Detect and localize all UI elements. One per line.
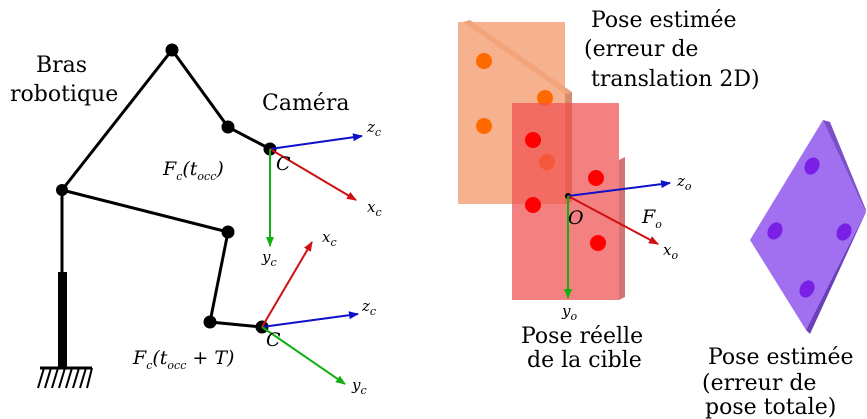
axis-label-cam-bottom-x: xc [322,228,337,249]
label-robot-arm-2: robotique [10,82,118,107]
joint-top [165,43,179,57]
label-pose-total-3: pose totale) [705,395,836,419]
joint-lower-wrist [203,315,217,329]
label-pose-2d-1: Pose estimée [591,8,737,33]
dot-orange-1 [476,53,492,69]
obj-z-axis [567,180,671,197]
dot-red-1 [525,132,541,148]
label-pose-2d-2: (erreur de [584,37,698,62]
axis-label-obj-x: xo [663,241,678,262]
dot-purple-1 [804,157,820,175]
plate-estimated-2d [458,20,572,204]
obj-x-axis [567,195,659,245]
dot-red-3 [525,197,541,213]
dot-purple-3 [836,223,852,241]
cam-bottom-z-axis [261,311,359,328]
dot-red-4 [590,235,606,251]
axis-label-cam-top-y: yc [261,248,277,269]
dot-red-2 [588,170,604,186]
frame-label-camera-bottom: Fc(tocc + T) [132,347,234,372]
robot-upper-chain [60,47,271,191]
frame-label-object: Fo [641,206,662,231]
cam-top-x-axis [269,148,357,201]
axis-label-obj-z: zo [676,172,692,193]
label-pose-total-2: (erreur de [702,371,816,396]
cam-bottom-y-axis [261,326,346,385]
camera-top-frame [266,133,363,247]
cam-top-z-axis [269,133,363,150]
ground-hatch [37,366,93,389]
axis-label-obj-y: yo [561,302,577,323]
cam-bottom-x-axis [261,241,313,328]
dot-purple-4 [799,280,815,298]
joint-shoulder [56,184,68,196]
point-label-camera-top: C [276,153,291,175]
object-frame [564,180,671,299]
dot-orange-2 [537,90,553,106]
dot-orange-3 [476,118,492,134]
point-label-object: O [568,207,584,229]
label-pose-real-2: de la cible [527,348,642,373]
label-pose-total-1: Pose estimée [708,345,854,370]
dot-purple-2 [767,222,783,240]
camera-bottom-frame [261,241,359,385]
label-robot-arm-1: Bras [36,53,87,78]
axis-label-cam-top-x: xc [367,198,382,219]
label-pose-2d-3: translation 2D) [591,67,760,92]
axis-label-cam-bottom-y: yc [351,376,367,397]
axis-label-cam-bottom-z: zc [361,297,376,318]
axis-label-cam-top-z: zc [366,118,381,139]
joint-lower-elbow [221,225,235,239]
plate-estimated-total [750,120,866,334]
joint-upper-elbow [221,120,235,134]
robot-lower-chain [61,188,263,329]
plate-real [512,103,625,300]
point-label-camera-bottom: C [266,329,281,351]
robot-base-column [58,272,67,368]
label-pose-real-1: Pose réelle [521,324,643,349]
frame-label-camera-top: Fc(tocc) [162,158,224,183]
label-camera: Caméra [262,91,349,116]
